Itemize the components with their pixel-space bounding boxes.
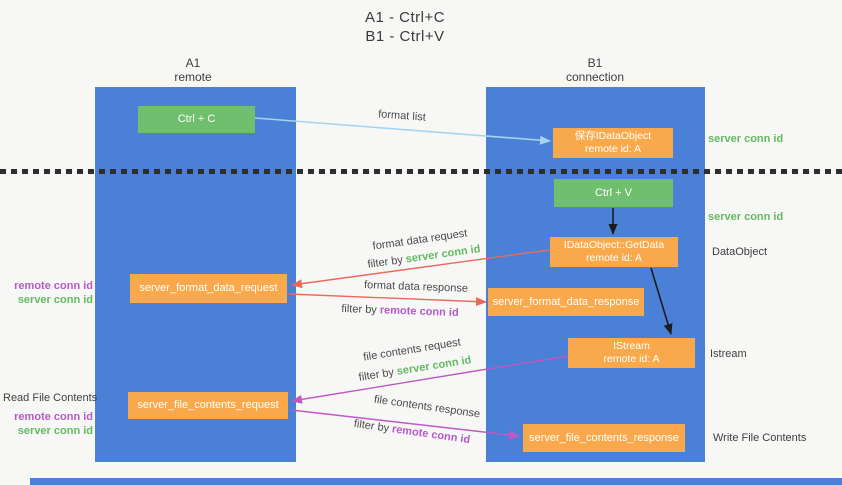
node-server-format-data-response: server_format_data_response: [488, 288, 644, 316]
node-istream-line2: remote id: A: [603, 353, 660, 365]
annotation-server-conn-id-left-1: server conn id: [17, 294, 93, 306]
lifeline-a1-subtitle: remote: [174, 70, 212, 84]
annotation-server-conn-id-1: server conn id: [708, 133, 784, 145]
node-server-format-data-request: server_format_data_request: [130, 274, 287, 303]
annotation-left-conn-ids-1: remote conn id server conn id: [3, 279, 93, 307]
bottom-blue-bar: [30, 478, 842, 485]
annotation-left-conn-ids-2: remote conn id server conn id: [3, 410, 93, 438]
arrow-file-contents-response: [290, 409, 520, 440]
filter-by-text: filter by: [341, 302, 378, 317]
node-save-idataobject: 保存IDataObject remote id: A: [553, 128, 673, 158]
node-ctrl-v: Ctrl + V: [554, 179, 673, 207]
node-istream-line1: IStream: [613, 340, 650, 352]
annotation-write-file-contents: Write File Contents: [713, 432, 807, 444]
annotation-server-conn-id-left-2: server conn id: [17, 425, 93, 437]
node-server-format-data-response-label: server_format_data_response: [492, 295, 640, 308]
arrow-format-data-response: [288, 293, 487, 307]
annotation-server-conn-id-2: server conn id: [708, 211, 784, 223]
arrow-format-data-request: [291, 249, 550, 289]
arrow-getdata-to-istream: [650, 267, 673, 335]
node-server-file-contents-request-label: server_file_contents_request: [137, 399, 279, 411]
annotation-istream: Istream: [710, 348, 747, 360]
lifeline-b1-title: B1: [587, 56, 603, 70]
node-ctrl-c: Ctrl + C: [138, 106, 255, 133]
lifeline-header-a1: A1 remote: [174, 56, 211, 84]
node-idataobject-getdata-line2: remote id: A: [585, 252, 643, 264]
node-server-file-contents-request: server_file_contents_request: [128, 392, 288, 419]
node-ctrl-c-label: Ctrl + C: [177, 113, 216, 125]
session-divider-dotted-line: [0, 169, 842, 174]
node-idataobject-getdata-line1: IDataObject::GetData: [563, 239, 665, 251]
node-istream: IStream remote id: A: [568, 338, 695, 368]
lifeline-a1-title: A1: [185, 56, 201, 70]
annotation-remote-conn-id-1: remote conn id: [14, 280, 93, 292]
arrow-format-list: [254, 117, 551, 145]
annotation-remote-conn-id-2: remote conn id: [14, 411, 93, 423]
arrow-file-contents-request: [291, 355, 568, 404]
title-line-1: A1 - Ctrl+C: [364, 9, 446, 26]
title-line-2: B1 - Ctrl+V: [365, 28, 445, 45]
annotation-read-file-contents: Read File Contents: [3, 392, 98, 404]
node-save-idataobject-line2: remote id: A: [584, 143, 642, 155]
annotation-dataobject: DataObject: [712, 246, 768, 258]
node-server-file-contents-response-label: server_file_contents_response: [529, 431, 679, 444]
node-save-idataobject-line1: 保存IDataObject: [574, 130, 652, 142]
node-server-file-contents-response: server_file_contents_response: [523, 424, 685, 452]
node-server-format-data-request-label: server_format_data_request: [139, 282, 278, 294]
node-idataobject-getdata: IDataObject::GetData remote id: A: [550, 237, 678, 267]
lifeline-header-b1: B1 connection: [566, 56, 624, 84]
node-ctrl-v-label: Ctrl + V: [595, 186, 632, 199]
lifeline-b1-subtitle: connection: [565, 70, 625, 84]
diagram-title: A1 - Ctrl+C B1 - Ctrl+V: [365, 8, 445, 46]
